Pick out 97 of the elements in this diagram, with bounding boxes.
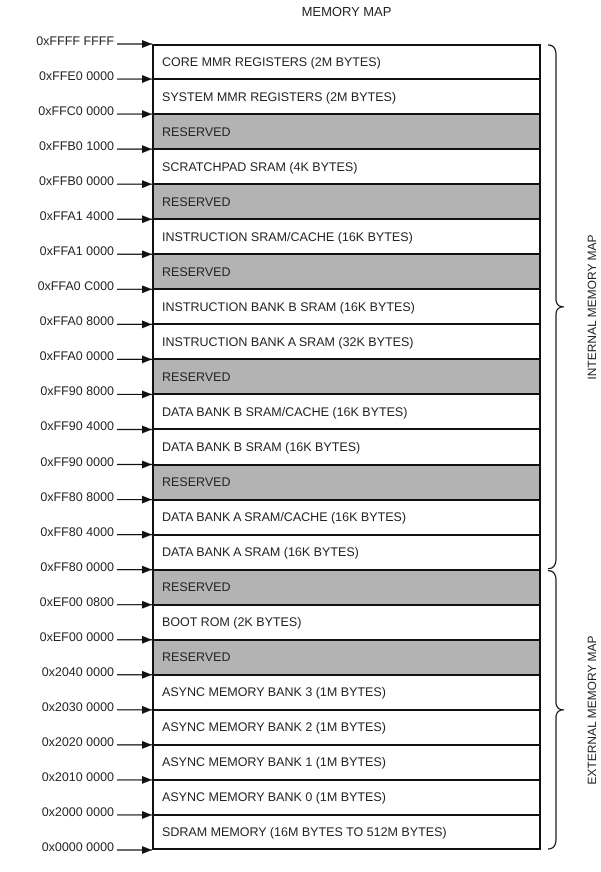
arrow xyxy=(117,670,152,679)
memory-region xyxy=(152,780,541,815)
region-label: DATA BANK B SRAM (16K BYTES) xyxy=(162,440,360,454)
address-label: 0xFFA1 4000 xyxy=(40,209,114,224)
memory-region xyxy=(152,44,541,80)
region-label: INSTRUCTION BANK B SRAM (16K BYTES) xyxy=(162,300,415,314)
reserved-region xyxy=(152,254,541,290)
memory-region xyxy=(152,674,541,710)
arrow xyxy=(117,846,152,854)
address-label: 0xFFE0 0000 xyxy=(38,69,114,84)
region-label: DATA BANK A SRAM (16K BYTES) xyxy=(162,545,359,560)
arrow xyxy=(117,810,152,819)
region-label: RESERVED xyxy=(162,475,231,490)
section-label: EXTERNAL MEMORY MAP xyxy=(585,635,599,784)
address-label: 0x2030 0000 xyxy=(42,700,114,714)
arrow xyxy=(117,390,152,398)
arrow xyxy=(117,215,152,224)
address-label: 0xFFA0 8000 xyxy=(40,314,114,328)
address-label: 0x2000 0000 xyxy=(42,804,114,819)
memory-region xyxy=(152,219,541,254)
region-label: ASYNC MEMORY BANK 1 (1M BYTES) xyxy=(162,755,386,770)
address-label: 0xFF90 4000 xyxy=(40,419,114,434)
region-label: RESERVED xyxy=(162,580,231,594)
region-label: INSTRUCTION BANK A SRAM (32K BYTES) xyxy=(162,334,414,349)
reserved-region xyxy=(152,570,541,605)
arrow xyxy=(117,530,152,539)
section-label: INTERNAL MEMORY MAP xyxy=(585,234,599,380)
arrow xyxy=(117,320,152,328)
memory-region xyxy=(152,814,541,850)
memory-region xyxy=(152,500,541,535)
memory-region xyxy=(152,289,541,324)
memory-region xyxy=(152,324,541,360)
address-label: 0xEF00 0800 xyxy=(40,594,114,609)
address-label: 0xFF90 0000 xyxy=(40,454,114,469)
arrow xyxy=(117,425,152,434)
reserved-region xyxy=(152,184,541,220)
region-label: SDRAM MEMORY (16M BYTES TO 512M BYTES) xyxy=(162,824,447,839)
region-label: ASYNC MEMORY BANK 3 (1M BYTES) xyxy=(162,685,386,700)
arrow xyxy=(117,110,152,118)
address-label: 0xFFC0 0000 xyxy=(38,104,114,118)
reserved-region xyxy=(152,359,541,394)
address-label: 0xFFB0 1000 xyxy=(38,139,114,154)
memory-region xyxy=(152,744,541,780)
region-label: BOOT ROM (2K BYTES) xyxy=(162,615,302,630)
address-label: 0x0000 0000 xyxy=(42,840,114,854)
address-label: 0xFFA0 0000 xyxy=(40,349,114,364)
region-label: RESERVED xyxy=(162,194,231,209)
memory-region xyxy=(152,394,541,430)
arrow xyxy=(117,355,152,364)
address-label: 0xFFB0 0000 xyxy=(38,174,114,188)
address-label: 0xFFA1 0000 xyxy=(40,244,114,258)
address-label: 0xEF00 0000 xyxy=(40,630,114,644)
arrow xyxy=(117,40,152,48)
address-label: 0xFF80 0000 xyxy=(40,560,114,574)
region-label: CORE MMR REGISTERS (2M BYTES) xyxy=(162,55,381,70)
address-label: 0xFF80 4000 xyxy=(40,524,114,539)
memory-region xyxy=(152,604,541,640)
arrow xyxy=(117,636,152,644)
memory-region xyxy=(152,79,541,114)
arrow xyxy=(117,75,152,84)
arrow xyxy=(117,460,152,469)
address-label: 0x2040 0000 xyxy=(42,664,114,679)
arrow xyxy=(117,145,152,154)
reserved-region xyxy=(152,114,541,150)
arrow xyxy=(117,566,152,574)
arrow xyxy=(117,285,152,294)
memory-region xyxy=(152,149,541,184)
address-label: 0x2020 0000 xyxy=(42,734,114,749)
arrow xyxy=(117,600,152,609)
region-label: DATA BANK B SRAM/CACHE (16K BYTES) xyxy=(162,404,408,419)
region-label: RESERVED xyxy=(162,264,231,279)
region-label: RESERVED xyxy=(162,650,231,664)
address-label: 0xFF80 8000 xyxy=(40,490,114,504)
region-label: ASYNC MEMORY BANK 0 (1M BYTES) xyxy=(162,790,386,804)
address-label: 0xFFFF FFFF xyxy=(36,34,114,48)
memory-region xyxy=(152,710,541,745)
region-label: RESERVED xyxy=(162,124,231,139)
region-label: RESERVED xyxy=(162,370,231,384)
arrow xyxy=(117,776,152,784)
reserved-region xyxy=(152,464,541,500)
memory-region xyxy=(152,534,541,570)
memory-region xyxy=(152,429,541,464)
arrow xyxy=(117,496,152,504)
arrow xyxy=(117,740,152,749)
address-label: 0xFFA0 C000 xyxy=(38,279,114,294)
arrow xyxy=(117,250,152,258)
diagram-title: MEMORY MAP xyxy=(300,4,392,19)
region-label: SCRATCHPAD SRAM (4K BYTES) xyxy=(162,160,358,174)
address-label: 0xFF90 8000 xyxy=(40,384,114,398)
region-label: ASYNC MEMORY BANK 2 (1M BYTES) xyxy=(162,720,386,734)
region-label: SYSTEM MMR REGISTERS (2M BYTES) xyxy=(162,90,396,104)
arrow xyxy=(117,180,152,188)
address-label: 0x2010 0000 xyxy=(42,770,114,784)
arrow xyxy=(117,706,152,714)
region-label: DATA BANK A SRAM/CACHE (16K BYTES) xyxy=(162,510,406,524)
reserved-region xyxy=(152,640,541,675)
region-label: INSTRUCTION SRAM/CACHE (16K BYTES) xyxy=(162,230,413,244)
